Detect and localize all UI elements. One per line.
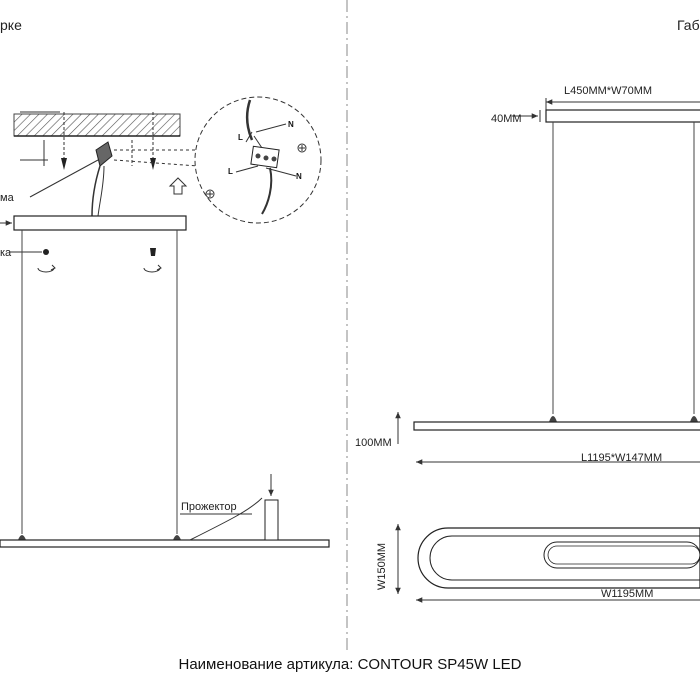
right-heading: Габ <box>677 17 700 33</box>
article-name: Наименование артикула: CONTOUR SP45W LED <box>178 656 522 673</box>
up-arrow-icon <box>168 177 188 195</box>
hook-right-icon <box>143 248 162 273</box>
dim-lamp: L1195*W147MM <box>581 452 662 464</box>
top-view <box>417 527 700 589</box>
dim-canopy: L450MM*W70MM <box>564 85 652 97</box>
terminal-block-icon <box>91 141 113 217</box>
clamp-leader <box>29 159 99 198</box>
wiring-detail <box>194 96 322 224</box>
canopy-plate <box>13 215 187 231</box>
ceiling-hatch <box>13 113 181 137</box>
dim-top-width: W150MM <box>376 543 388 590</box>
label-projector: Прожектор <box>181 501 237 513</box>
label-clamp: ма <box>0 192 15 204</box>
label-hook: ка <box>0 247 12 259</box>
wire-n-top: N <box>288 120 294 129</box>
clip-front-right <box>690 416 698 422</box>
detail-link <box>113 159 199 167</box>
hook-left-icon <box>37 249 56 273</box>
projector-icon <box>189 474 279 541</box>
wire-l-bottom: L <box>228 167 233 176</box>
dim-canopy-height: 40MM <box>491 113 522 125</box>
dim-top-length: W1195MM <box>601 588 653 600</box>
screw-left-icon <box>61 112 67 170</box>
dim-lamp-height: 100MM <box>355 437 392 449</box>
screw-right-icon <box>150 112 156 170</box>
canopy-front <box>545 109 700 123</box>
clip-front-left <box>549 416 557 422</box>
lamp-body <box>0 535 330 548</box>
lamp-front <box>413 421 700 431</box>
wire-n-bottom: N <box>296 172 302 181</box>
wire-l-top: L <box>238 133 243 142</box>
left-heading: рке <box>0 17 22 33</box>
